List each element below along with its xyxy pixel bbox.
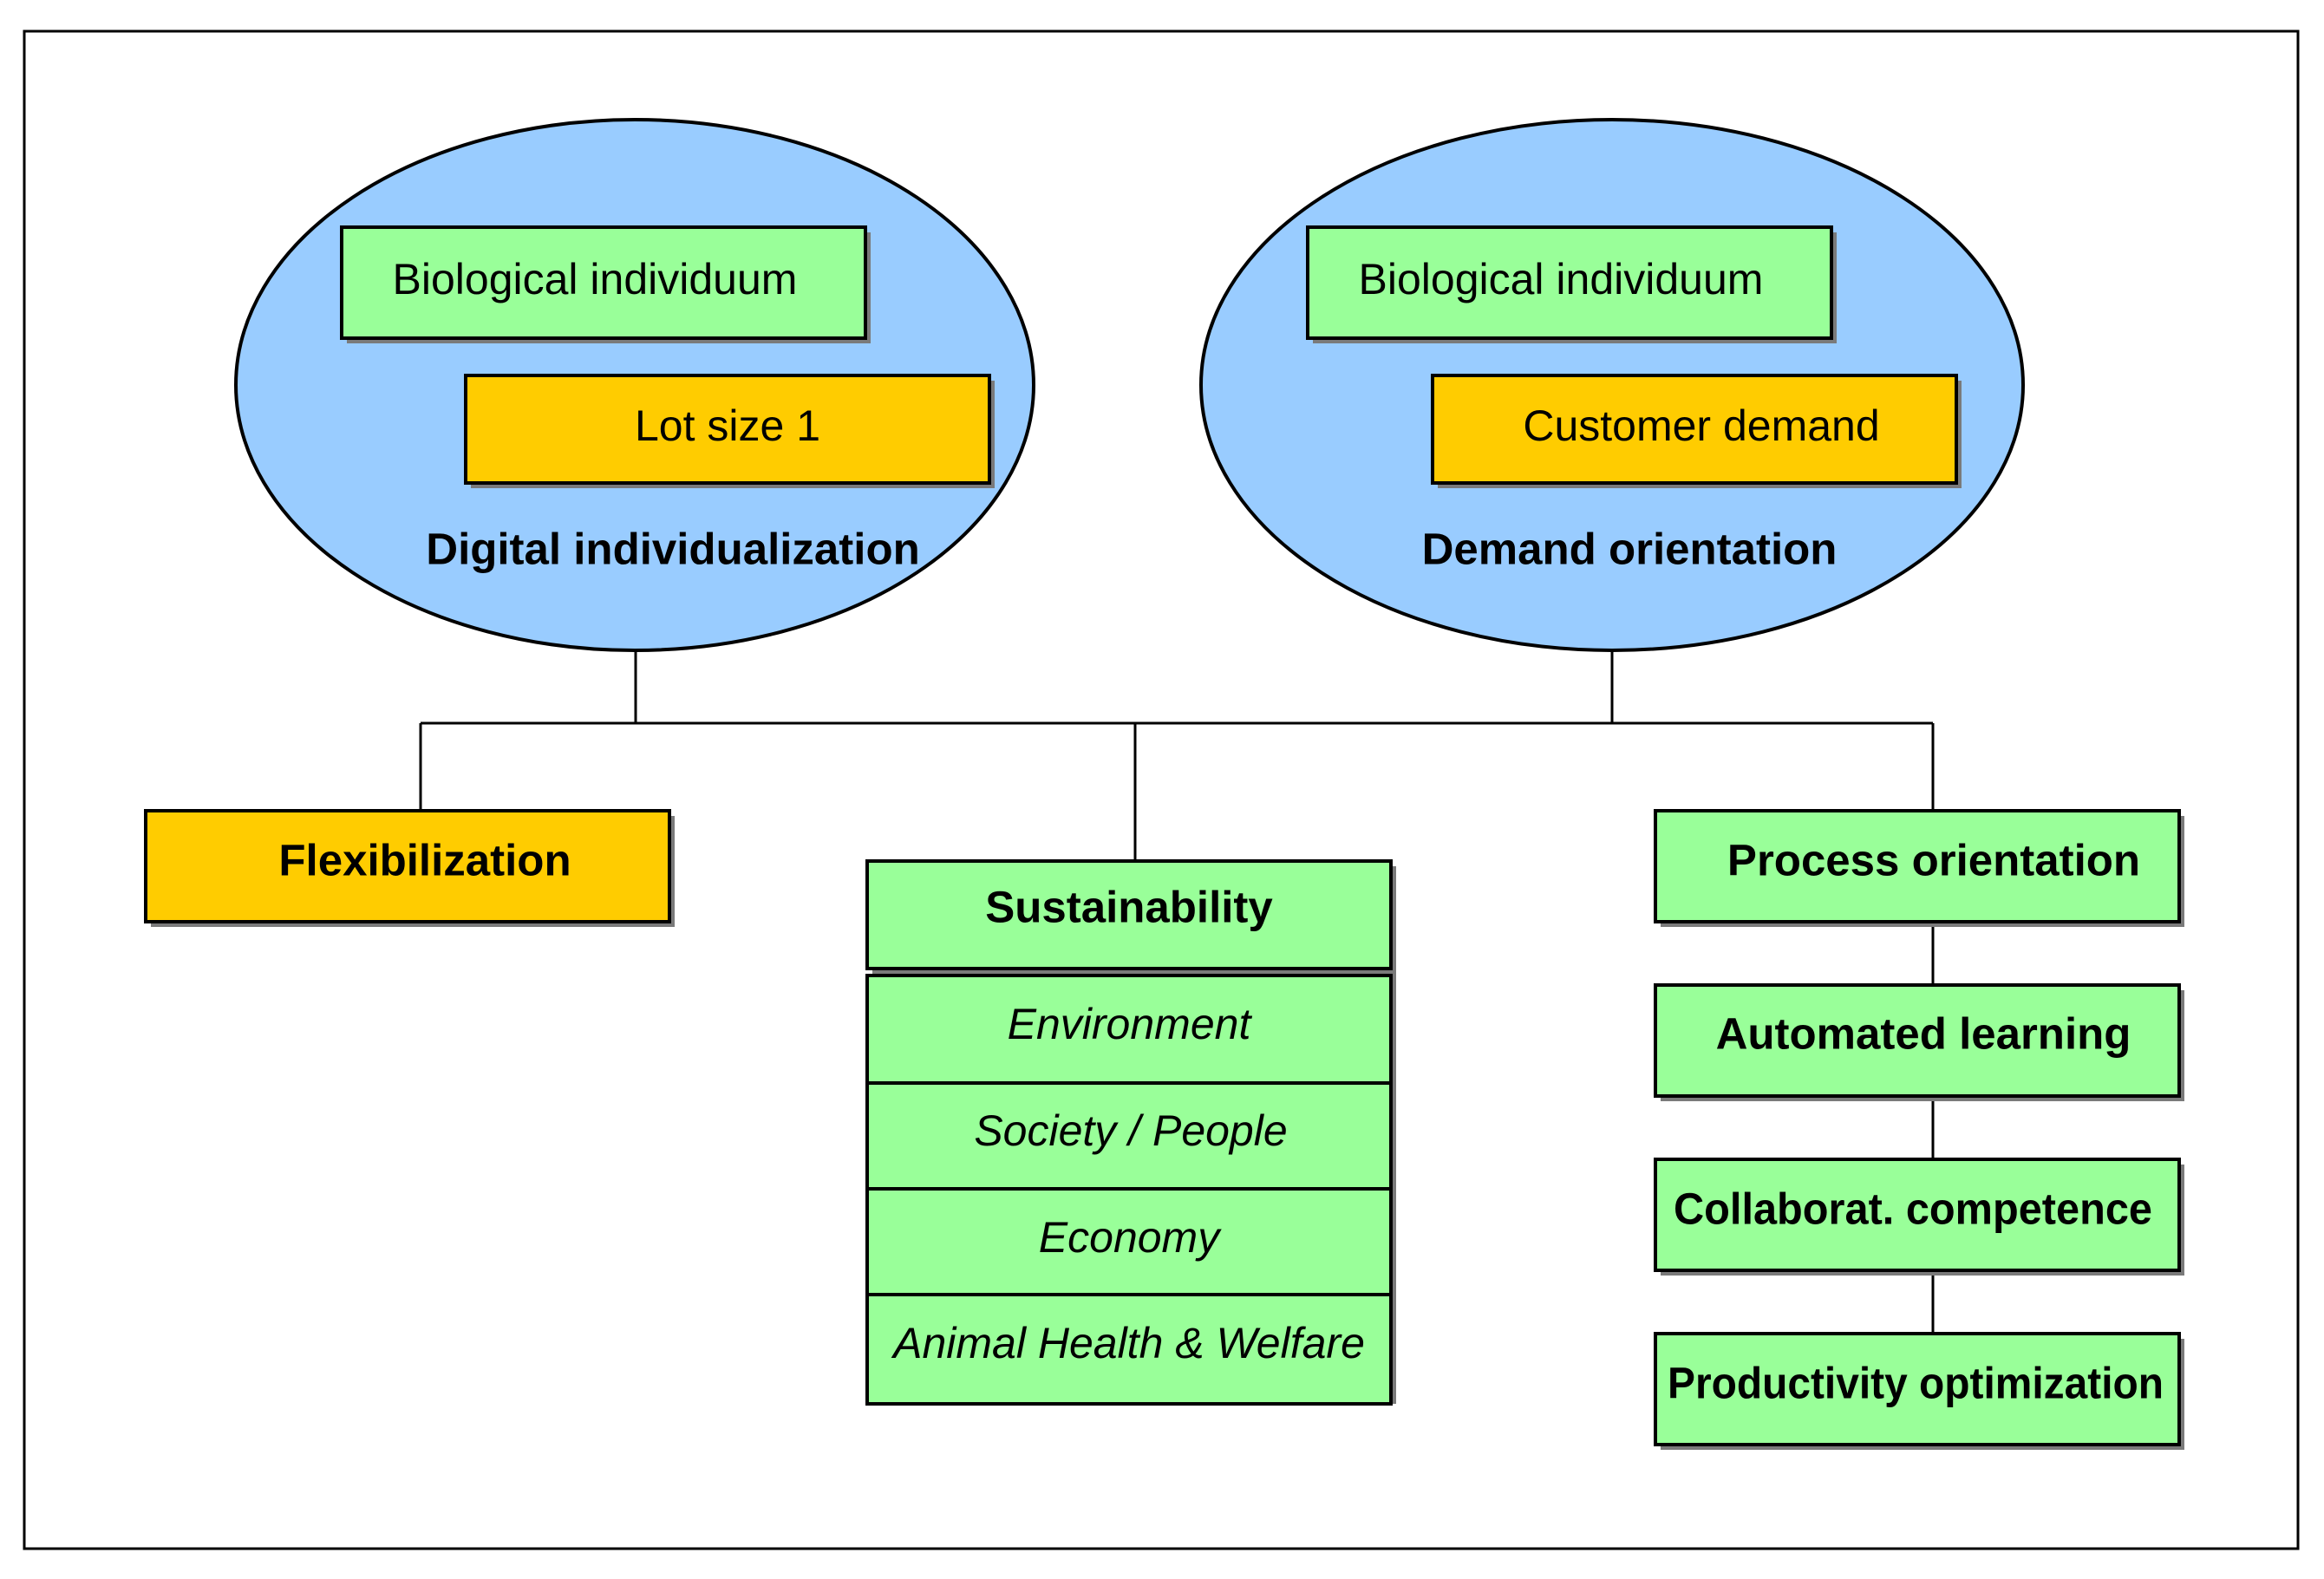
demand-orientation-caption: Demand orientation [1422,524,1838,573]
process-chain: Process orientation Automated learning C… [1654,809,2184,1450]
sustainability-item-society: Society / People [974,1106,1287,1155]
process-orientation-label: Process orientation [1727,835,2140,884]
left-biological-individuum-box [340,225,867,340]
productivity-optimization-box [1654,1332,2181,1446]
flexibilization-node: Flexibilization [144,809,675,927]
digital-individualization-caption: Digital individualization [426,524,920,573]
sustainability-title: Sustainability [985,882,1273,931]
automated-learning-label: Automated learning [1716,1008,2131,1058]
collaborat-competence-label: Collaborat. competence [1674,1184,2152,1233]
collaborat-competence-box [1654,1158,2181,1272]
lot-size-label: Lot size 1 [635,401,820,450]
sustainability-item-economy: Economy [1039,1213,1222,1262]
left-biological-individuum-label: Biological individuum [393,255,798,303]
digital-individualization-group: Biological individuum Lot size 1 Digital… [234,118,1035,652]
sustainability-item-box [865,1081,1393,1191]
customer-demand-label: Customer demand [1523,401,1879,450]
process-orientation-box [1654,809,2181,923]
lot-size-box [464,374,991,485]
sustainability-item-box [865,1187,1393,1296]
customer-demand-box [1431,374,1958,485]
productivity-optimization-label: Productivity optimization [1668,1358,2164,1407]
connector-lines [419,650,1935,1334]
sustainability-item-box [865,974,1393,1085]
flexibilization-label: Flexibilization [278,835,571,884]
automated-learning-box [1654,983,2181,1098]
sustainability-node: Sustainability Environment Society / Peo… [865,859,1396,1406]
sustainability-title-box [865,859,1393,970]
sustainability-item-animal-health: Animal Health & Welfare [891,1319,1365,1367]
right-biological-individuum-label: Biological individuum [1359,255,1764,303]
sustainability-item-box [865,1293,1393,1406]
sustainability-item-environment: Environment [1008,1000,1253,1048]
demand-orientation-group: Biological individuum Customer demand De… [1199,118,2025,652]
flexibilization-box [144,809,671,923]
right-biological-individuum-box [1306,225,1833,340]
